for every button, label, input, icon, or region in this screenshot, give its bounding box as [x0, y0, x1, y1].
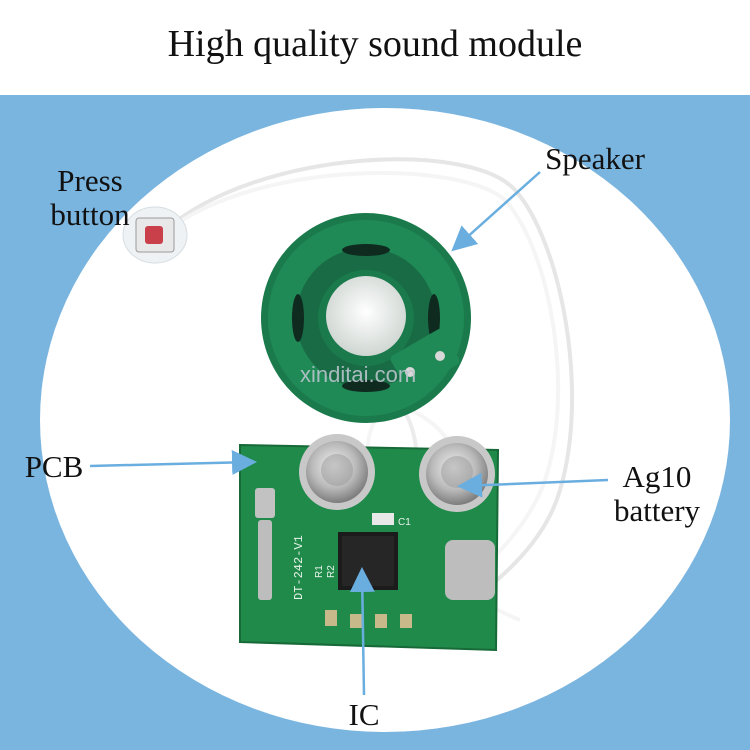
battery-label-line1: Ag10 [622, 459, 692, 494]
press-button-label-line2: button [50, 197, 130, 232]
ic-label: IC [348, 697, 380, 732]
pcb-marking-text: DT-242-V1 [292, 535, 306, 600]
c1-marking: C1 [398, 517, 411, 528]
press-button-label-line1: Press [57, 163, 123, 198]
r1-marking: R1 [314, 565, 325, 578]
speaker-arrow [451, 171, 541, 252]
page-title: High quality sound module [167, 23, 583, 65]
speaker-label: Speaker [545, 141, 645, 176]
press-button-label: Press button [30, 164, 150, 232]
pcb-arrow [89, 449, 257, 475]
white-top-band [0, 0, 750, 95]
ic-arrow [349, 567, 375, 696]
pcb-label: PCB [24, 449, 84, 484]
press-button [122, 206, 188, 264]
pcb-board: DT-242-V1 C1 R1 R2 [239, 434, 500, 652]
r2-marking: R2 [326, 565, 337, 578]
speaker [261, 213, 471, 423]
battery-arrow [457, 472, 609, 498]
pointer-arrows [89, 171, 609, 696]
battery-label: Ag10 battery [592, 460, 722, 528]
watermark: xinditai.com [300, 362, 417, 387]
battery-label-line2: battery [613, 493, 701, 528]
